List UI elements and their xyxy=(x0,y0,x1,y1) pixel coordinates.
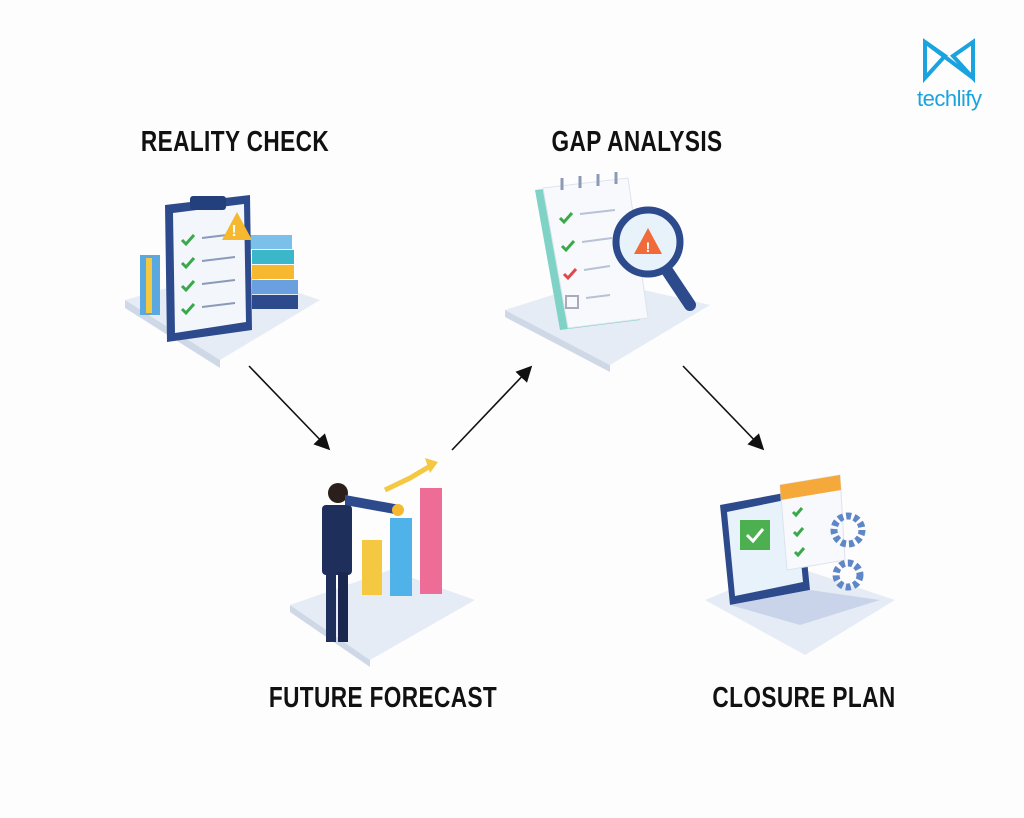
step-label-future-forecast: FUTURE FORECAST xyxy=(268,682,498,714)
step-label-closure-plan: CLOSURE PLAN xyxy=(712,682,896,714)
svg-text:!: ! xyxy=(646,239,651,255)
laptop-calendar-icon xyxy=(705,474,895,655)
arrow-forecast-to-gap xyxy=(451,365,533,451)
clipboard-checklist-icon: ! xyxy=(125,195,320,368)
telescope-chart-icon xyxy=(290,458,475,667)
magnifier-checklist-icon: ! xyxy=(505,172,710,372)
brand-name: techlify xyxy=(917,86,982,111)
arrow-gap-to-closure xyxy=(682,365,765,451)
svg-text:!: ! xyxy=(231,223,236,240)
step-label-reality-check: REALITY CHECK xyxy=(140,126,330,158)
arrow-reality-to-forecast xyxy=(248,365,331,451)
techlify-logo-icon xyxy=(923,38,975,84)
step-label-gap-analysis: GAP ANALYSIS xyxy=(551,126,723,158)
